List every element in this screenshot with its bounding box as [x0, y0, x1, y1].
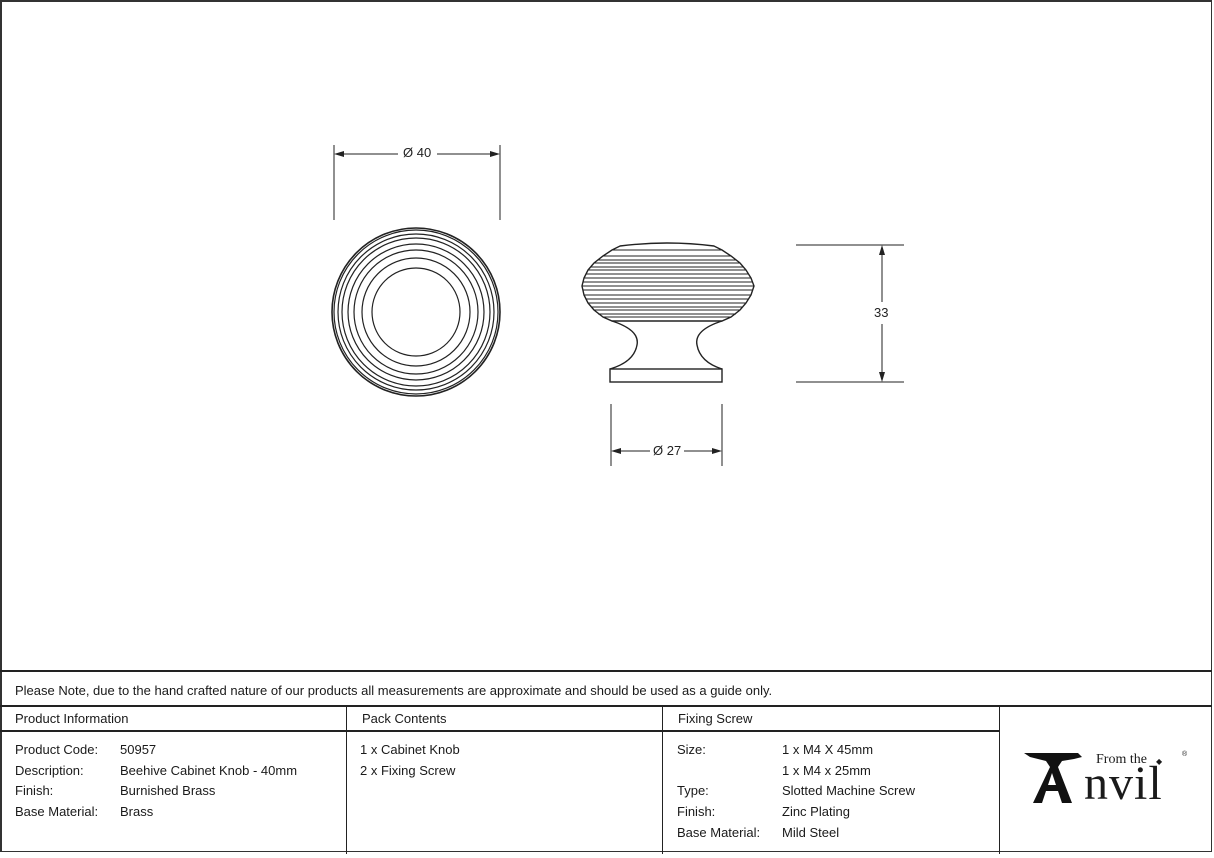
screw-size-value-2: 1 x M4 x 25mm [782, 762, 871, 778]
fixing-screw-title: Fixing Screw [678, 711, 753, 726]
logo-diamond-icon: ◆ [1156, 757, 1163, 766]
disclaimer-note: Please Note, due to the hand crafted nat… [0, 670, 1212, 707]
height-33-label: 33 [871, 306, 892, 320]
fixing-screw-header: Fixing Screw [663, 707, 999, 732]
pack-contents-header: Pack Contents [347, 707, 662, 732]
screw-material-value: Mild Steel [782, 824, 840, 840]
description-row: Description: Beehive Cabinet Knob - 40mm [0, 761, 346, 782]
from-the-anvil-logo: From the ◆ nvil ® [1000, 707, 1213, 853]
pack-item-knob: 1 x Cabinet Knob [360, 742, 460, 757]
diameter-40-label: Ø 40 [400, 146, 435, 160]
base-material-row: Base Material: Brass [0, 802, 346, 823]
screw-finish-value: Zinc Plating [782, 804, 850, 820]
screw-type-label: Type: [677, 783, 709, 799]
anvil-icon [1024, 753, 1082, 803]
screw-material-row: Base Material: Mild Steel [663, 823, 999, 844]
product-code-value: 50957 [120, 742, 157, 757]
screw-size-row: Size: 1 x M4 X 45mm [663, 740, 999, 761]
disclaimer-text: Please Note, due to the hand crafted nat… [15, 683, 773, 698]
finish-row: Finish: Burnished Brass [0, 781, 346, 802]
info-footer: Please Note, due to the hand crafted nat… [0, 670, 1214, 854]
screw-type-value: Slotted Machine Screw [782, 783, 915, 799]
product-code-label: Product Code: [15, 742, 99, 757]
description-value: Beehive Cabinet Knob - 40mm [120, 762, 298, 778]
pack-item-screw: 2 x Fixing Screw [360, 762, 456, 778]
product-information-header: Product Information [0, 707, 346, 732]
product-information-panel: Product Information Product Code: 50957 … [0, 707, 347, 854]
technical-drawing: Ø 40 Ø 27 33 [331, 145, 904, 466]
product-information-title: Product Information [15, 711, 129, 726]
screw-type-row: Type: Slotted Machine Screw [663, 781, 999, 802]
screw-size-label: Size: [677, 742, 706, 757]
description-label: Description: [15, 762, 84, 778]
logo-word: nvil [1084, 757, 1163, 810]
diameter-27-label: Ø 27 [650, 444, 685, 458]
drawing-svg [331, 145, 904, 466]
screw-finish-label: Finish: [677, 804, 716, 820]
screw-material-label: Base Material: [677, 824, 761, 840]
product-code-row: Product Code: 50957 [0, 740, 346, 761]
pack-contents-title: Pack Contents [362, 711, 447, 726]
pack-item: 2 x Fixing Screw [347, 761, 662, 782]
screw-size-row-2: 1 x M4 x 25mm [663, 761, 999, 782]
base-material-value: Brass [120, 804, 154, 820]
finish-label: Finish: [15, 783, 54, 799]
base-material-label: Base Material: [15, 804, 99, 820]
fixing-screw-panel: Fixing Screw Size: 1 x M4 X 45mm 1 x M4 … [663, 707, 1000, 854]
screw-size-value: 1 x M4 X 45mm [782, 742, 874, 757]
pack-contents-panel: Pack Contents 1 x Cabinet Knob 2 x Fixin… [347, 707, 663, 854]
pack-item: 1 x Cabinet Knob [347, 740, 662, 761]
screw-finish-row: Finish: Zinc Plating [663, 802, 999, 823]
logo-small-text: From the [1096, 752, 1147, 767]
finish-value: Burnished Brass [120, 783, 216, 799]
registered-mark: ® [1182, 751, 1188, 758]
